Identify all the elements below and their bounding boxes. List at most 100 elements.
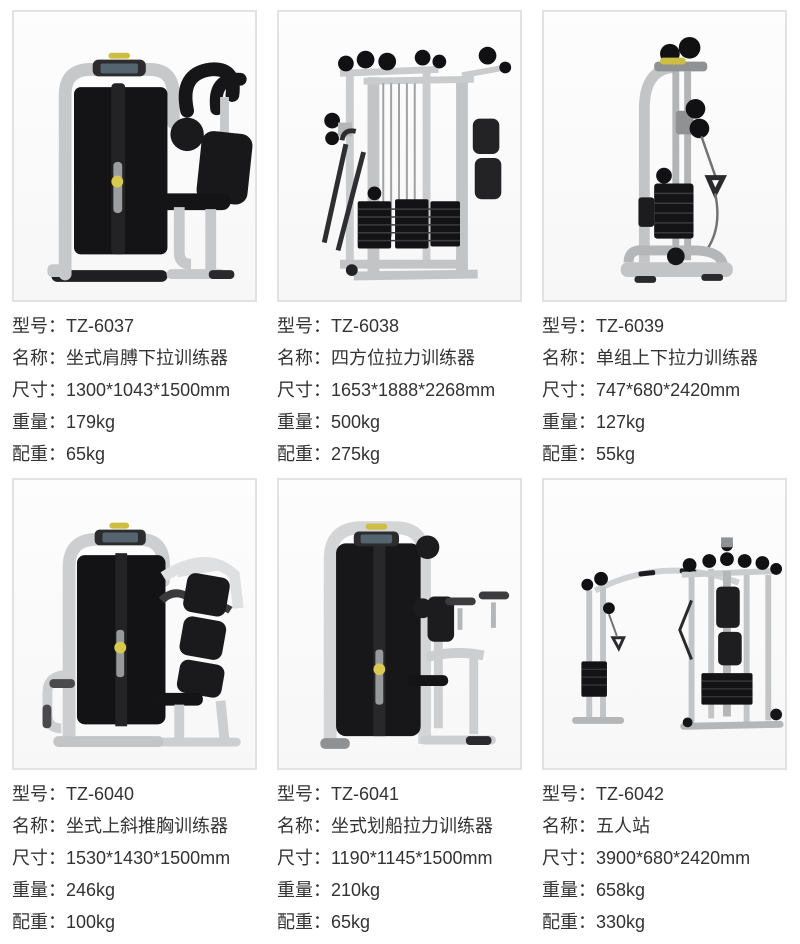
spec-value-counterweight: 330kg <box>596 912 646 932</box>
spec-weight: 重量：127kg <box>542 406 787 438</box>
spec-label-counterweight: 配重： <box>542 444 596 464</box>
spec-name: 名称：坐式上斜推胸训练器 <box>12 810 257 842</box>
spec-label-model: 型号： <box>542 316 596 336</box>
spec-weight: 重量：658kg <box>542 874 787 906</box>
spec-value-size: 3900*680*2420mm <box>596 848 751 868</box>
seated-incline-chest-press-machine-icon <box>42 522 244 747</box>
spec-label-counterweight: 配重： <box>542 912 596 932</box>
spec-label-weight: 重量： <box>542 412 596 432</box>
spec-label-counterweight: 配重： <box>12 912 66 932</box>
product-card-tz-6041: 型号：TZ-6041 名称：坐式划船拉力训练器 尺寸：1190*1145*150… <box>277 478 522 942</box>
product-specs: 型号：TZ-6039 名称：单组上下拉力训练器 尺寸：747*680*2420m… <box>542 302 787 474</box>
spec-value-weight: 179kg <box>66 412 116 432</box>
product-image-box <box>277 10 522 302</box>
spec-model: 型号：TZ-6037 <box>12 310 257 342</box>
spec-value-model: TZ-6039 <box>596 316 665 336</box>
spec-label-model: 型号： <box>542 784 596 804</box>
spec-value-name: 四方位拉力训练器 <box>331 348 475 368</box>
seated-lat-pulldown-machine-icon <box>47 52 253 282</box>
spec-counterweight: 配重：275kg <box>277 438 522 470</box>
product-image-box <box>277 478 522 770</box>
spec-value-model: TZ-6038 <box>331 316 400 336</box>
spec-size: 尺寸：3900*680*2420mm <box>542 842 787 874</box>
spec-label-counterweight: 配重： <box>277 444 331 464</box>
spec-label-model: 型号： <box>12 316 66 336</box>
spec-value-size: 1190*1145*1500mm <box>331 848 493 868</box>
five-person-multi-station-icon <box>572 537 784 730</box>
spec-label-size: 尺寸： <box>542 380 596 400</box>
spec-name: 名称：坐式划船拉力训练器 <box>277 810 522 842</box>
spec-value-size: 1530*1430*1500mm <box>66 848 231 868</box>
spec-label-size: 尺寸： <box>277 848 331 868</box>
spec-label-name: 名称： <box>542 348 596 368</box>
product-specs: 型号：TZ-6037 名称：坐式肩膊下拉训练器 尺寸：1300*1043*150… <box>12 302 257 474</box>
spec-value-size: 747*680*2420mm <box>596 380 741 400</box>
spec-value-name: 单组上下拉力训练器 <box>596 348 758 368</box>
spec-weight: 重量：500kg <box>277 406 522 438</box>
product-card-tz-6038: 型号：TZ-6038 名称：四方位拉力训练器 尺寸：1653*1888*2268… <box>277 10 522 474</box>
spec-name: 名称：四方位拉力训练器 <box>277 342 522 374</box>
spec-label-name: 名称： <box>542 816 596 836</box>
spec-label-size: 尺寸： <box>277 380 331 400</box>
product-image-box <box>542 10 787 302</box>
spec-value-counterweight: 100kg <box>66 912 116 932</box>
product-card-tz-6040: 型号：TZ-6040 名称：坐式上斜推胸训练器 尺寸：1530*1430*150… <box>12 478 257 942</box>
spec-label-name: 名称： <box>12 816 66 836</box>
spec-label-name: 名称： <box>12 348 66 368</box>
spec-model: 型号：TZ-6039 <box>542 310 787 342</box>
spec-size: 尺寸：747*680*2420mm <box>542 374 787 406</box>
product-image-box <box>12 478 257 770</box>
spec-counterweight: 配重：65kg <box>277 906 522 938</box>
spec-label-weight: 重量： <box>277 880 331 900</box>
spec-value-model: TZ-6037 <box>66 316 135 336</box>
spec-counterweight: 配重：55kg <box>542 438 787 470</box>
spec-label-counterweight: 配重： <box>12 444 66 464</box>
product-specs: 型号：TZ-6040 名称：坐式上斜推胸训练器 尺寸：1530*1430*150… <box>12 770 257 942</box>
spec-label-weight: 重量： <box>277 412 331 432</box>
spec-label-model: 型号： <box>277 784 331 804</box>
spec-value-name: 坐式肩膊下拉训练器 <box>66 348 228 368</box>
spec-value-name: 五人站 <box>596 816 650 836</box>
spec-model: 型号：TZ-6041 <box>277 778 522 810</box>
spec-value-counterweight: 275kg <box>331 444 381 464</box>
spec-label-size: 尺寸： <box>542 848 596 868</box>
spec-label-counterweight: 配重： <box>277 912 331 932</box>
spec-value-weight: 246kg <box>66 880 116 900</box>
spec-value-model: TZ-6042 <box>596 784 665 804</box>
spec-value-name: 坐式划船拉力训练器 <box>331 816 493 836</box>
spec-value-size: 1653*1888*2268mm <box>331 380 496 400</box>
spec-model: 型号：TZ-6038 <box>277 310 522 342</box>
spec-label-size: 尺寸： <box>12 848 66 868</box>
product-specs: 型号：TZ-6038 名称：四方位拉力训练器 尺寸：1653*1888*2268… <box>277 302 522 474</box>
spec-size: 尺寸：1190*1145*1500mm <box>277 842 522 874</box>
spec-weight: 重量：246kg <box>12 874 257 906</box>
product-specs: 型号：TZ-6041 名称：坐式划船拉力训练器 尺寸：1190*1145*150… <box>277 770 522 942</box>
spec-value-weight: 127kg <box>596 412 646 432</box>
spec-label-name: 名称： <box>277 348 331 368</box>
spec-value-model: TZ-6041 <box>331 784 400 804</box>
spec-weight: 重量：179kg <box>12 406 257 438</box>
spec-name: 名称：单组上下拉力训练器 <box>542 342 787 374</box>
spec-label-weight: 重量： <box>12 880 66 900</box>
spec-value-weight: 500kg <box>331 412 381 432</box>
spec-size: 尺寸：1300*1043*1500mm <box>12 374 257 406</box>
spec-model: 型号：TZ-6042 <box>542 778 787 810</box>
spec-value-counterweight: 65kg <box>331 912 371 932</box>
four-station-cable-machine-icon <box>321 46 512 281</box>
spec-label-model: 型号： <box>277 316 331 336</box>
spec-counterweight: 配重：100kg <box>12 906 257 938</box>
spec-value-model: TZ-6040 <box>66 784 135 804</box>
spec-model: 型号：TZ-6040 <box>12 778 257 810</box>
spec-value-weight: 658kg <box>596 880 646 900</box>
single-column-pulley-tower-icon <box>620 36 733 283</box>
spec-value-size: 1300*1043*1500mm <box>66 380 231 400</box>
spec-size: 尺寸：1653*1888*2268mm <box>277 374 522 406</box>
product-image-box <box>542 478 787 770</box>
product-specs: 型号：TZ-6042 名称：五人站 尺寸：3900*680*2420mm 重量：… <box>542 770 787 942</box>
product-card-tz-6042: 型号：TZ-6042 名称：五人站 尺寸：3900*680*2420mm 重量：… <box>542 478 787 942</box>
product-card-tz-6039: 型号：TZ-6039 名称：单组上下拉力训练器 尺寸：747*680*2420m… <box>542 10 787 474</box>
spec-name: 名称：五人站 <box>542 810 787 842</box>
spec-value-name: 坐式上斜推胸训练器 <box>66 816 228 836</box>
spec-label-model: 型号： <box>12 784 66 804</box>
